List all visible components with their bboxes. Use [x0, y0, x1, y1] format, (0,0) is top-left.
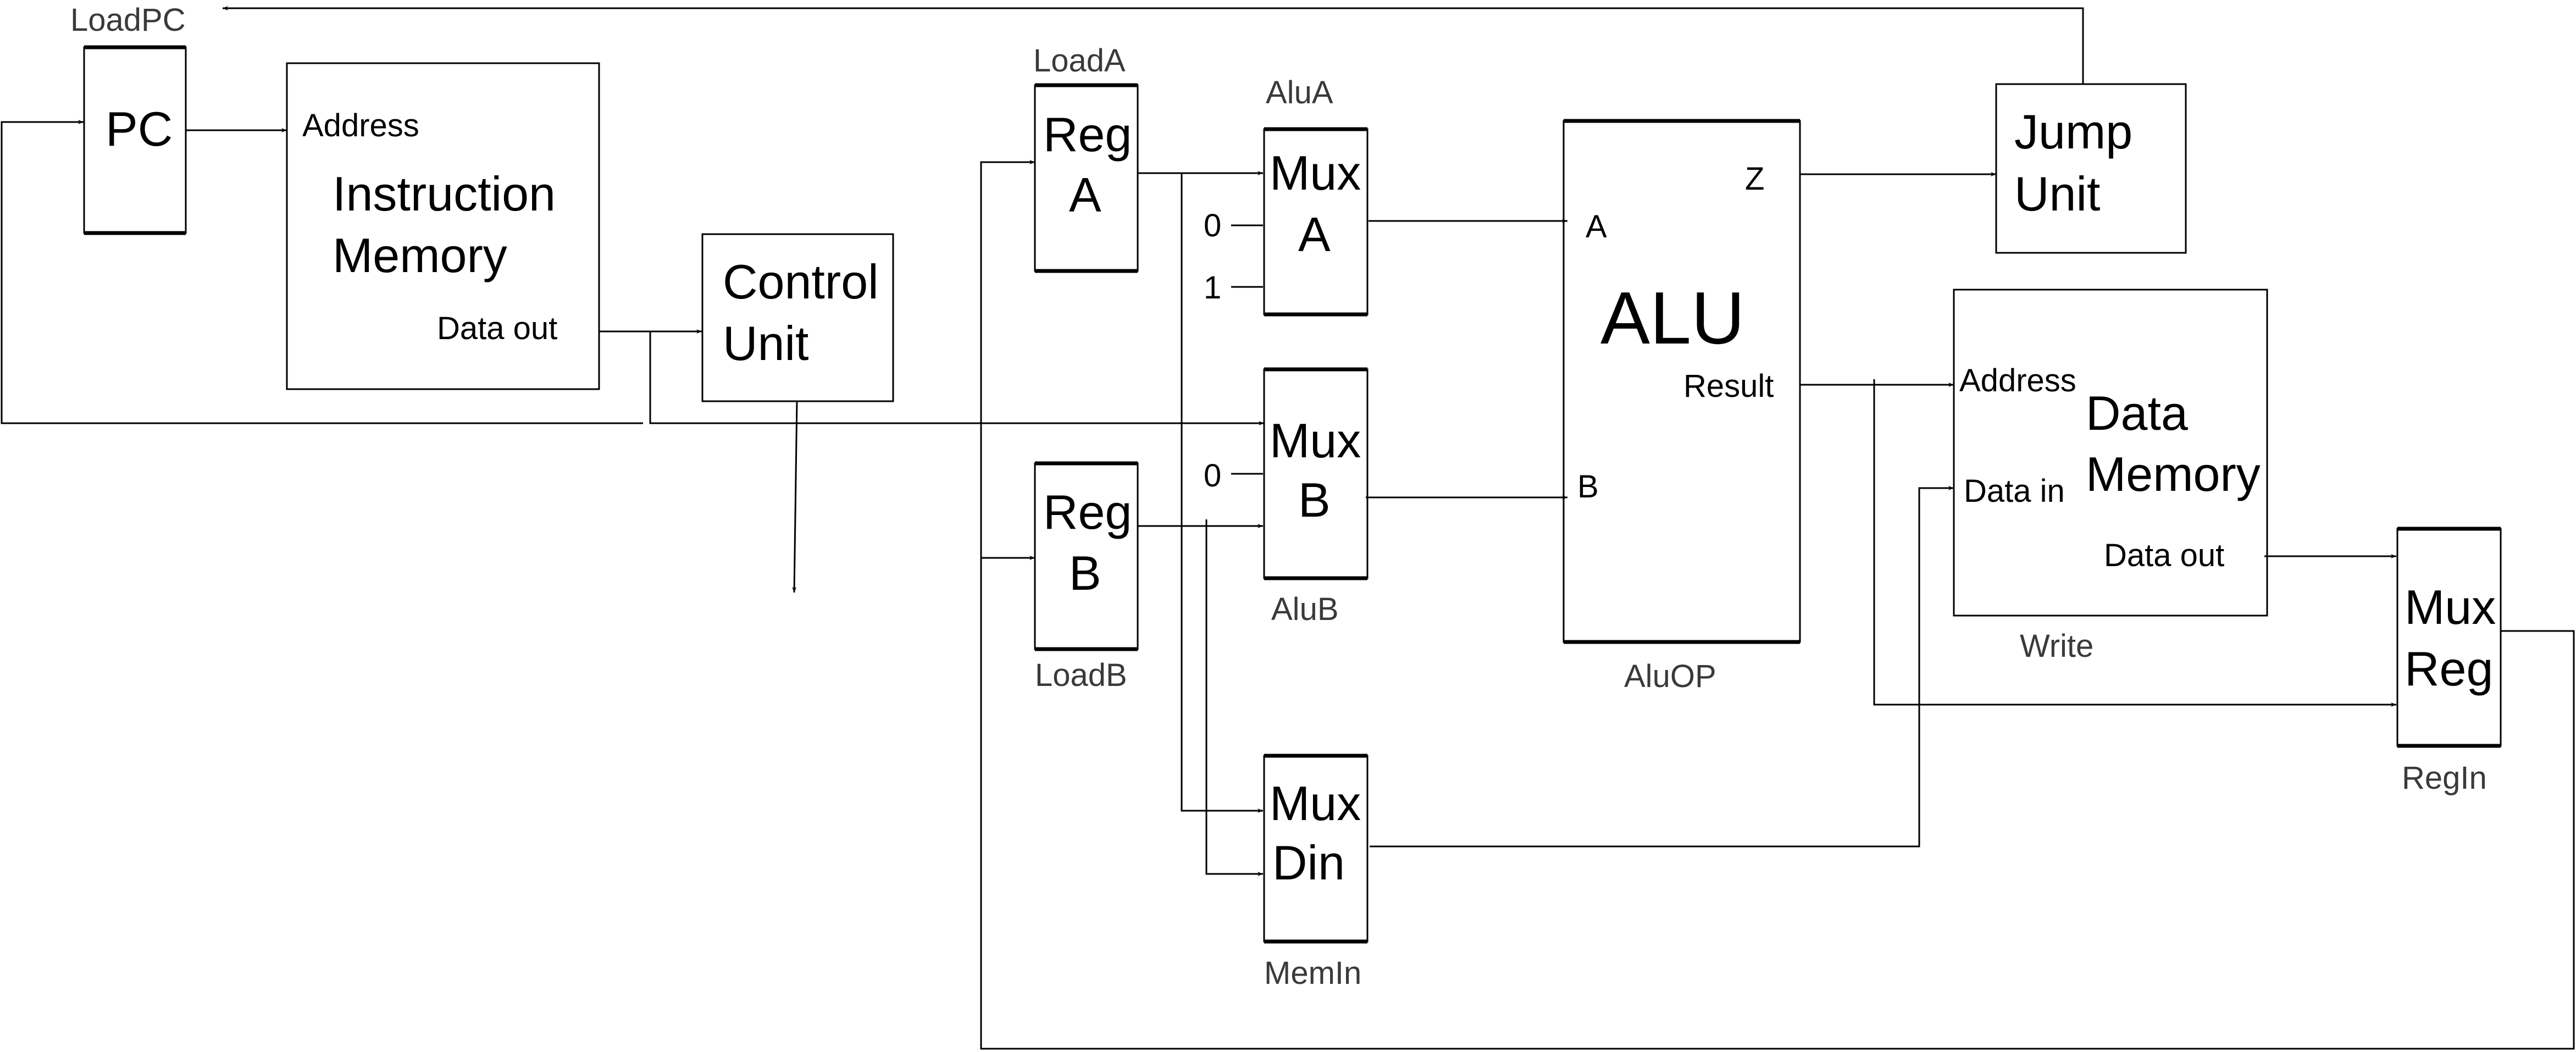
wire-alu-to-muxreg [1873, 379, 2396, 707]
label-memin: MemIn [1264, 955, 1361, 991]
muxreg-title-line1: Mux [2405, 580, 2496, 634]
alu-port-z: Z [1745, 161, 1764, 197]
label-aluop: AluOP [1624, 658, 1716, 694]
control-unit: Control Unit [701, 233, 894, 402]
muxa-const-1: 1 [1204, 270, 1221, 306]
reg-b: Reg B [1034, 461, 1139, 651]
mux-din: Mux Din [1263, 754, 1369, 944]
mux-a: Mux A [1263, 127, 1369, 317]
pc-title: PC [106, 102, 173, 156]
wire-pc-input-loop [1, 120, 643, 424]
rega-title-line2: A [1069, 168, 1101, 222]
alu-port-a: A [1586, 209, 1607, 245]
mux-reg: Mux Reg [2396, 527, 2502, 748]
muxdin-title-line2: Din [1272, 835, 1345, 890]
data-memory: Address Data Memory Data in Data out [1953, 289, 2268, 617]
regb-title-line1: Reg [1043, 485, 1132, 539]
muxdin-title-line1: Mux [1270, 776, 1361, 830]
muxb-title-line1: Mux [1270, 413, 1361, 468]
wires [1, 6, 2575, 1050]
label-write: Write [2020, 628, 2093, 664]
wire-regin-loop [980, 160, 2575, 1050]
control-title-line2: Unit [723, 316, 809, 370]
muxb-const-0: 0 [1204, 458, 1221, 494]
rega-title-line1: Reg [1043, 107, 1132, 162]
dmem-data-out-port: Data out [2104, 538, 2224, 573]
imem-title-line2: Memory [333, 228, 507, 283]
muxreg-title-line2: Reg [2405, 641, 2493, 696]
jump-unit: Jump Unit [1995, 83, 2187, 254]
imem-address-port: Address [302, 108, 419, 143]
alu-port-b: B [1577, 469, 1599, 505]
muxa-title-line1: Mux [1270, 146, 1361, 200]
jump-title-line1: Jump [2014, 104, 2132, 159]
jump-title-line2: Unit [2014, 167, 2101, 221]
pc-register: PC [83, 45, 187, 235]
mux-b: Mux B [1263, 367, 1369, 580]
regb-title-line2: B [1069, 546, 1101, 600]
imem-data-out-port: Data out [437, 311, 557, 346]
alu: ALU A B Z Result [1563, 119, 1801, 644]
dmem-title-line2: Memory [2086, 447, 2261, 501]
alu-title: ALU [1600, 276, 1745, 359]
muxa-title-line2: A [1298, 207, 1331, 262]
wire-imem-to-muxb [649, 331, 1264, 425]
wire-control-output [792, 401, 798, 593]
wire-jump-to-pc [223, 6, 2084, 84]
label-regin: RegIn [2402, 760, 2487, 796]
label-loada: LoadA [1033, 43, 1126, 79]
wire-regb-to-muxdin [1205, 519, 1263, 876]
dmem-data-in-port: Data in [1964, 473, 2065, 509]
dmem-title-line1: Data [2086, 386, 2188, 440]
muxb-title-line2: B [1298, 473, 1331, 527]
instruction-memory: Address Instruction Memory Data out [286, 62, 600, 390]
control-title-line1: Control [723, 254, 879, 309]
alu-port-result: Result [1683, 368, 1774, 404]
muxa-const-0: 0 [1204, 208, 1221, 243]
label-alua: AluA [1266, 75, 1333, 110]
wire-rega-to-muxdin [1181, 173, 1263, 813]
label-loadb: LoadB [1035, 657, 1127, 693]
imem-title-line1: Instruction [333, 167, 556, 221]
reg-a: Reg A [1034, 83, 1139, 273]
label-loadpc: LoadPC [70, 2, 186, 38]
wire-muxdin-to-dmem [1370, 486, 1954, 848]
label-alub: AluB [1271, 591, 1339, 627]
dmem-address-port: Address [1959, 363, 2076, 398]
